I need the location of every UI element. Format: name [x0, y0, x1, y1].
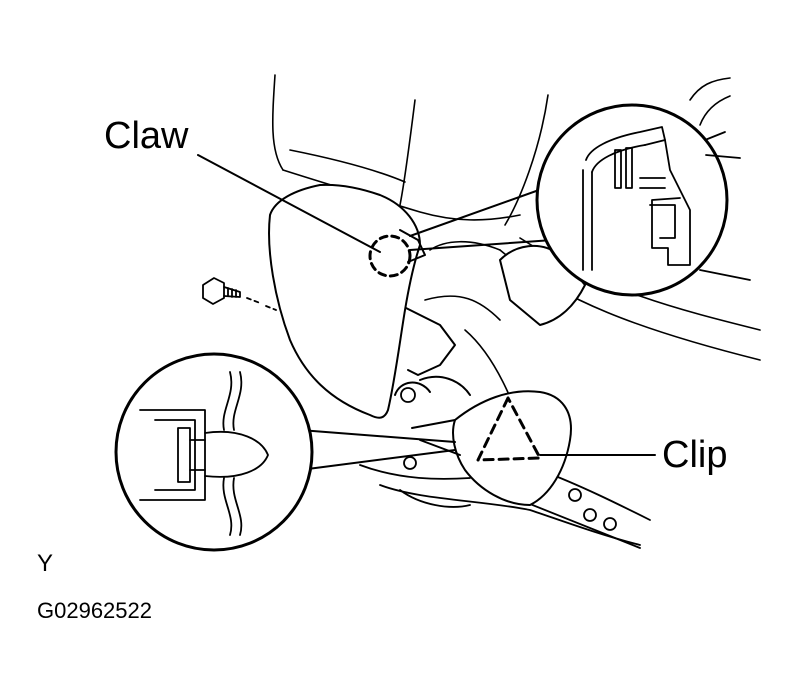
claw-label: Claw: [104, 115, 189, 157]
clip-marker: [476, 396, 542, 462]
claw-detail-circle: [535, 103, 751, 297]
figure-code: G02962522: [37, 598, 152, 623]
clip-cover: [411, 390, 572, 506]
cover-panel: [268, 183, 471, 419]
lower-frame: [359, 387, 651, 549]
clip-detail-circle: [114, 352, 314, 552]
view-letter: Y: [37, 550, 54, 577]
clip-label: Clip: [662, 434, 728, 476]
leader-lines: [197, 154, 656, 471]
bolt-icon: [202, 277, 277, 311]
claw-marker: [368, 234, 412, 278]
